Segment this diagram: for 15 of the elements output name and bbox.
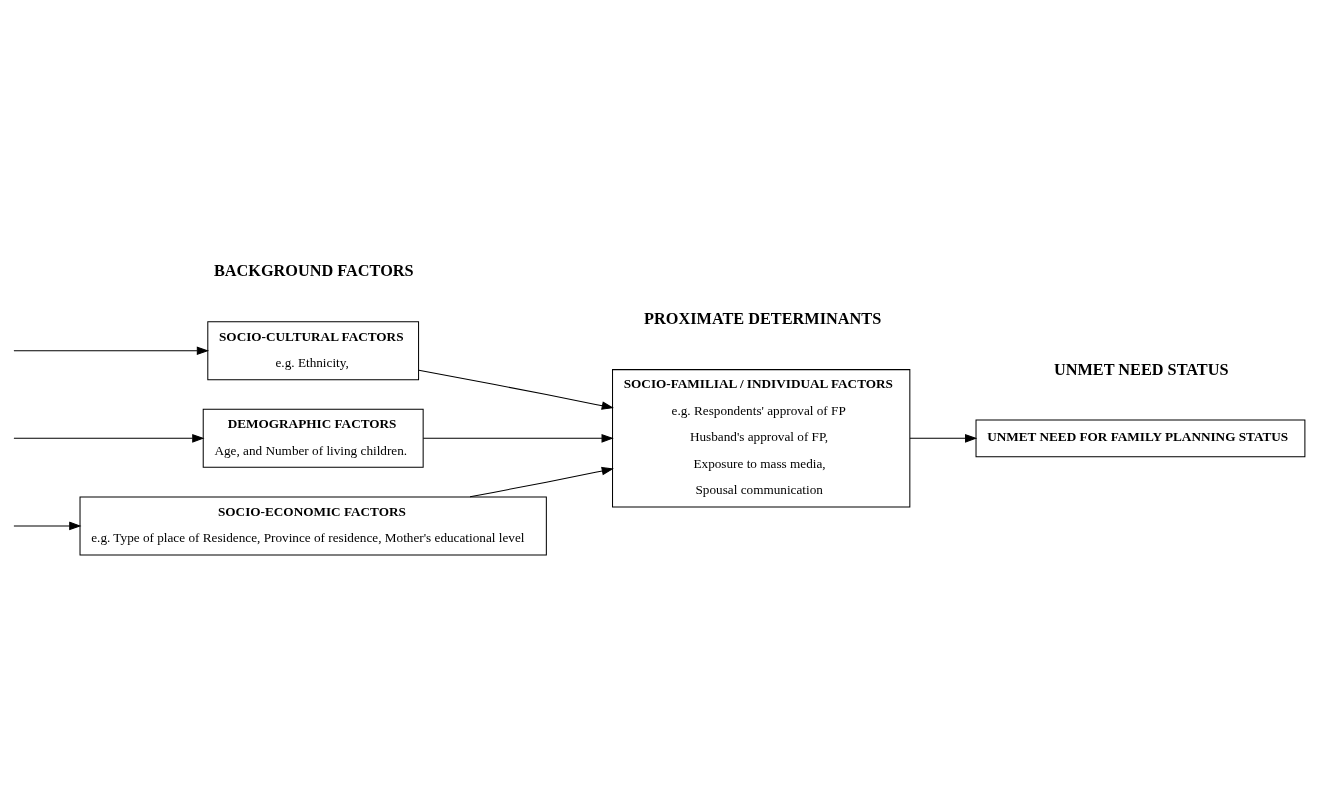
arrow: [909, 434, 978, 443]
node-box: SOCIO-CULTURAL FACTORS e.g. Ethnicity,: [207, 321, 420, 381]
node-box: DEMOGRAPHIC FACTORS Age, and Number of living children.: [202, 408, 424, 468]
label: UNMET NEED STATUS: [1053, 360, 1229, 380]
arrow: [422, 434, 614, 443]
node-box: UNMET NEED FOR FAMILY PLANNING STATUS: [975, 419, 1306, 458]
arrow: [13, 346, 210, 356]
node-box: SOCIO-ECONOMIC FACTORS e.g. Type of place of Residence, Province of residence, Mother's educational level: [79, 496, 547, 556]
arrow: [13, 521, 82, 531]
label: BACKGROUND FACTORS: [213, 261, 414, 281]
arrow: [469, 466, 614, 498]
node-box: SOCIO-FAMILIAL / INDIVIDUAL FACTORS e.g. Respondents' approval of FP Husband's approval of FP, Exposure to mass media, Spousal communication: [612, 369, 911, 508]
arrow: [13, 434, 205, 443]
label: PROXIMATE DETERMINANTS: [644, 309, 882, 329]
arrow: [418, 369, 614, 410]
